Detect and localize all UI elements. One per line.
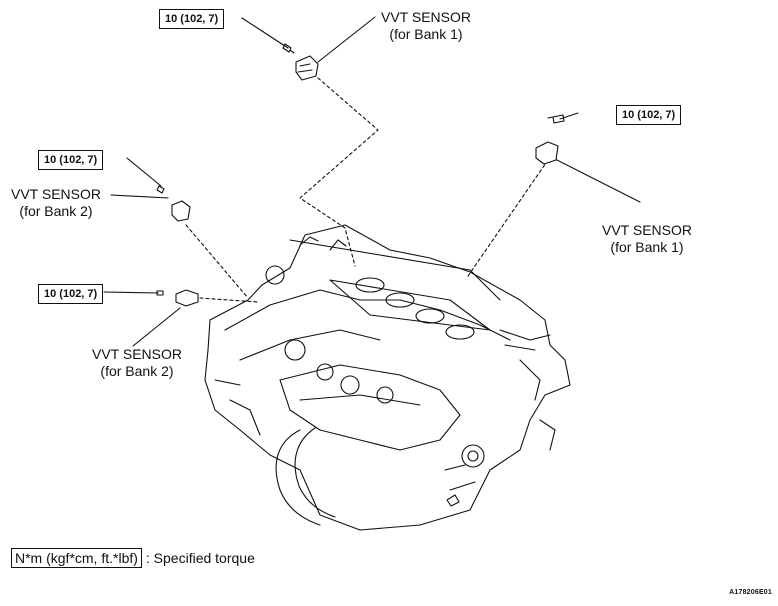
torque-legend-text: : Specified torque: [145, 550, 255, 566]
torque-spec-bank2-lower: 10 (102, 7): [38, 284, 104, 304]
figure-code: A178206E01: [729, 589, 772, 596]
sensor-name: VVT SENSOR: [92, 346, 182, 362]
torque-spec-bank1-right: 10 (102, 7): [616, 105, 682, 125]
sensor-bank: (for Bank 1): [389, 26, 463, 42]
sensor-name: VVT SENSOR: [11, 186, 101, 202]
engine-block: [204, 224, 571, 531]
leader-lines: [103, 16, 641, 347]
install-paths: [185, 77, 549, 303]
torque-spec-bank1-top: 10 (102, 7): [159, 9, 225, 29]
sensor-bank: (for Bank 2): [100, 363, 174, 379]
sensor-icon: [171, 55, 559, 307]
torque-unit-box: N*m (kgf*cm, ft.*lbf): [11, 548, 142, 568]
sensor-name: VVT SENSOR: [602, 222, 692, 238]
sensor-name: VVT SENSOR: [381, 9, 471, 25]
sensor-label-bank1-top: VVT SENSOR (for Bank 1): [376, 9, 476, 43]
sensor-label-bank2-upper: VVT SENSOR (for Bank 2): [6, 186, 106, 220]
sensor-label-bank1-right: VVT SENSOR (for Bank 1): [594, 222, 700, 256]
torque-spec-bank2-upper: 10 (102, 7): [38, 150, 104, 170]
sensor-bank: (for Bank 2): [19, 203, 93, 219]
sensor-label-bank2-lower: VVT SENSOR (for Bank 2): [84, 346, 190, 380]
bolt-icon: [156, 43, 565, 296]
torque-legend: N*m (kgf*cm, ft.*lbf) : Specified torque: [11, 548, 255, 568]
sensor-bank: (for Bank 1): [610, 239, 684, 255]
